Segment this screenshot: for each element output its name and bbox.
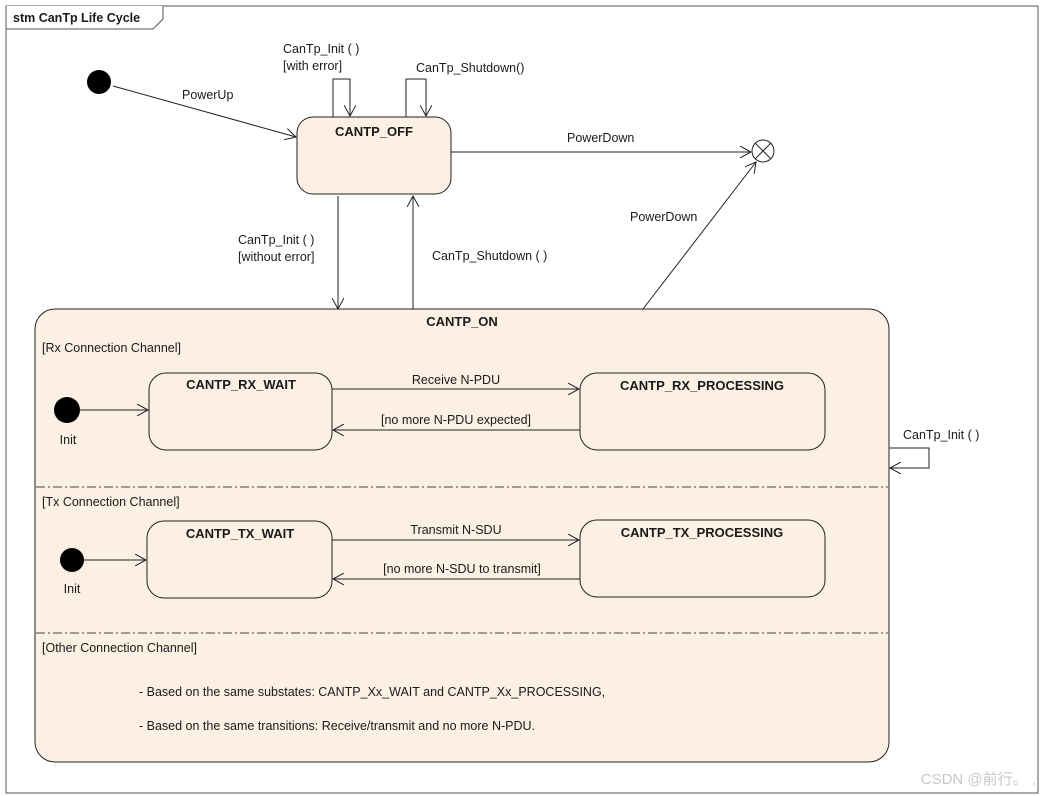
label-shutdown-on: CanTp_Shutdown ( ) — [432, 249, 547, 263]
label-power-up: PowerUp — [182, 88, 233, 102]
label-no-more-sdu: [no more N-SDU to transmit] — [383, 562, 541, 576]
label-init-error-2: [with error] — [283, 59, 342, 73]
state-cantp-off-label: CANTP_OFF — [335, 124, 413, 139]
edge-power-down-on — [642, 162, 756, 310]
label-no-more-pdu: [no more N-PDU expected] — [381, 413, 531, 427]
region-rx-label: [Rx Connection Channel] — [42, 341, 181, 355]
label-init-error-1: CanTp_Init ( ) — [283, 42, 359, 56]
label-rx-init: Init — [60, 433, 77, 447]
rx-initial-node — [54, 397, 80, 423]
state-tx-wait-label: CANTP_TX_WAIT — [186, 526, 294, 541]
region-other-label: [Other Connection Channel] — [42, 641, 197, 655]
terminate-cross-b — [754, 142, 772, 160]
tx-initial-node — [60, 548, 84, 572]
state-tx-processing — [579, 519, 826, 598]
note-line-1: - Based on the same substates: CANTP_Xx_… — [139, 685, 605, 699]
note-line-2: - Based on the same transitions: Receive… — [139, 719, 535, 733]
label-power-down-on: PowerDown — [630, 210, 697, 224]
state-rx-wait — [148, 372, 333, 451]
edge-power-up — [112, 85, 296, 137]
label-init-on-self: CanTp_Init ( ) — [903, 428, 979, 442]
label-init-ok-2: [without error] — [238, 250, 314, 264]
label-power-down-off: PowerDown — [567, 131, 634, 145]
region-tx-label: [Tx Connection Channel] — [42, 495, 180, 509]
frame-title-tab — [5, 6, 164, 30]
state-tx-wait — [146, 520, 333, 599]
state-rx-processing — [579, 372, 826, 451]
label-tx-init: Init — [64, 582, 81, 596]
state-cantp-on-label: CANTP_ON — [426, 314, 498, 329]
edge-init-on-self — [889, 447, 930, 468]
watermark: CSDN @前行。 , — [921, 771, 1036, 788]
state-tx-processing-label: CANTP_TX_PROCESSING — [621, 525, 784, 540]
state-cantp-off — [296, 116, 452, 195]
label-shutdown-self: CanTp_Shutdown() — [416, 61, 524, 75]
label-transmit-nsdu: Transmit N-SDU — [410, 523, 501, 537]
frame-title: stm CanTp Life Cycle — [13, 11, 140, 25]
edge-init-with-error — [332, 78, 350, 117]
state-rx-processing-label: CANTP_RX_PROCESSING — [620, 378, 784, 393]
edge-shutdown-self — [405, 78, 426, 117]
initial-node — [87, 70, 111, 94]
label-receive-npdu: Receive N-PDU — [412, 373, 500, 387]
state-rx-wait-label: CANTP_RX_WAIT — [186, 377, 296, 392]
label-init-ok-1: CanTp_Init ( ) — [238, 233, 314, 247]
